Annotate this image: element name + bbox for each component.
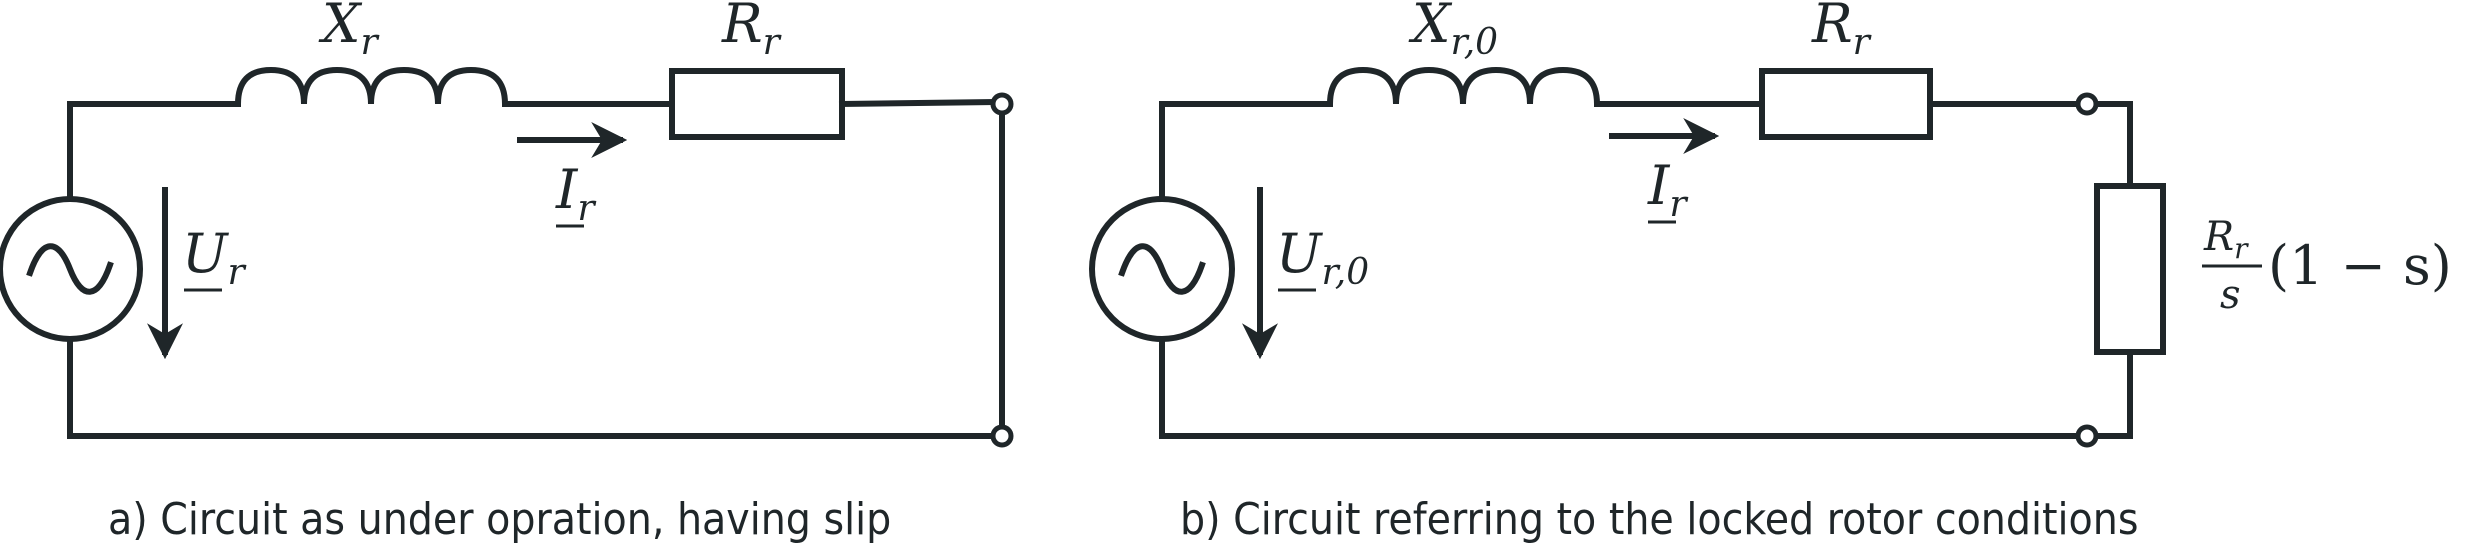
circuit-a-caption: a) Circuit as under opration, having sli…	[108, 494, 891, 545]
circuit-b-ac-source	[1089, 196, 1235, 342]
circuit-b-wire-top-left	[1159, 101, 1333, 199]
circuit-a-ac-source	[0, 196, 143, 342]
circuit-b-wire-right-top	[2093, 101, 2133, 189]
circuit-b-resistor	[1759, 68, 1933, 140]
circuit-b-inductor	[1326, 66, 1601, 108]
circuit-b-sine-icon	[1118, 243, 1206, 295]
circuit-b-load-label: Rr s (1 − s)	[2202, 214, 2452, 318]
circuit-a-sine-icon	[26, 243, 114, 295]
load-numerator: Rr	[2203, 214, 2249, 265]
circuit-a-wire-bottom	[67, 339, 996, 439]
circuit-a-terminal-top	[990, 92, 1014, 116]
circuit-a-resistance-label: Rr	[721, 0, 782, 63]
circuit-a-reactance-label: Xr	[318, 0, 379, 63]
circuit-a-voltage-label: Ur	[182, 222, 247, 293]
circuit-a-inductor	[234, 66, 509, 108]
circuit-b-terminal-top	[2075, 92, 2099, 116]
circuit-a-resistor	[669, 68, 845, 140]
circuit-b-current-label: Ir	[1647, 154, 1688, 225]
circuit-b-terminal-bottom	[2075, 424, 2099, 448]
circuit-b-resistance-label: Rr	[1811, 0, 1872, 63]
circuit-b-reactance-label: Xr,0	[1408, 0, 1498, 63]
circuit-b-wire-bottom	[1159, 339, 2081, 439]
load-denominator: s	[2220, 272, 2241, 318]
circuit-b-voltage-label: Ur,0	[1276, 222, 1369, 293]
load-factor: (1 − s)	[2268, 234, 2452, 297]
circuit-a-current-label: Ir	[555, 158, 596, 229]
circuit-a-terminal-bottom	[990, 424, 1014, 448]
circuit-a: Xr Rr Ir Ur a) Circuit as under opration…	[0, 0, 1014, 545]
circuit-a-wire-top-left	[67, 101, 241, 199]
circuit-b-wire-right-bottom	[2093, 349, 2133, 439]
circuit-b-load-resistor	[2094, 183, 2166, 355]
circuit-b: Xr,0 Rr Ir Ur,0 Rr s (1 − s) b) Circuit …	[1089, 0, 2452, 545]
circuit-a-wire-top-right	[838, 98, 997, 108]
circuit-b-caption: b) Circuit referring to the locked rotor…	[1180, 494, 2138, 545]
